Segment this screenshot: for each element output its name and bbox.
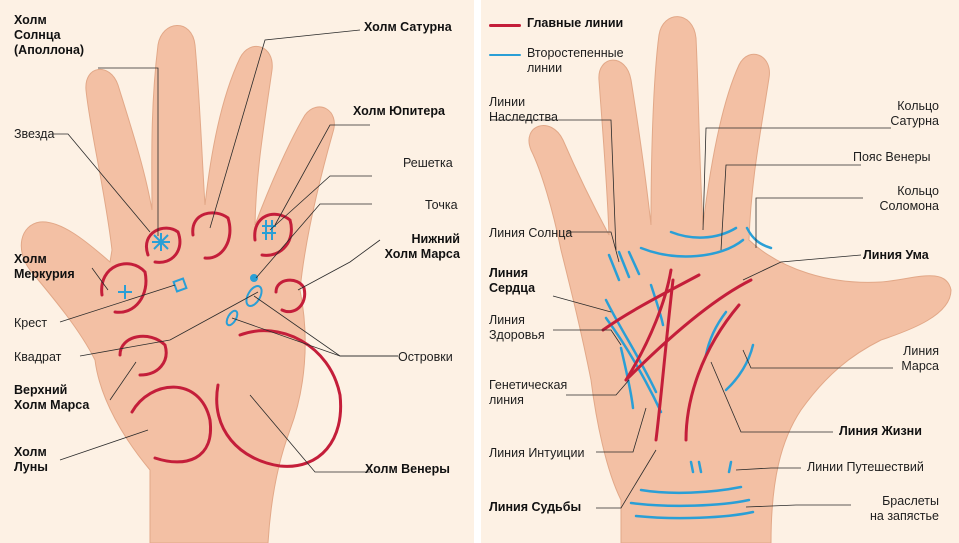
mount-symbols	[118, 220, 276, 327]
mounts-panel: Холм Солнца (Аполлона) Холм Сатурна Звез…	[0, 0, 474, 543]
label-head-line: Линия Ума	[863, 248, 929, 262]
label-heritage-lines: Линии Наследства	[489, 95, 558, 124]
main-lines	[601, 268, 753, 442]
left-hand-shape	[20, 25, 335, 543]
label-saturn-ring: Кольцо Сатурна	[890, 99, 939, 128]
label-mercury-mount: Холм Меркурия	[14, 252, 75, 281]
label-heart-line: Линия Сердца	[489, 266, 536, 295]
left-leader-lines	[52, 29, 398, 473]
right-hand-shape	[528, 16, 952, 543]
label-life-line: Линия Жизни	[839, 424, 922, 438]
label-sun-line: Линия Солнца	[489, 226, 573, 240]
label-fate-line: Линия Судьбы	[489, 500, 582, 514]
legend-main-label: Главные линии	[527, 16, 624, 30]
label-sun-mount: Холм Солнца (Аполлона)	[14, 13, 85, 57]
label-venus-belt: Пояс Венеры	[853, 150, 931, 164]
label-dot: Точка	[425, 198, 458, 212]
legend-secondary-label: Второстепенные линии	[527, 46, 624, 75]
label-health-line: Линия Здоровья	[489, 313, 545, 342]
lines-panel: Главные линии Второстепенные линии Линии…	[481, 0, 959, 543]
label-intuition-line: Линия Интуиции	[489, 446, 585, 460]
label-solomon-ring: Кольцо Соломона	[879, 184, 940, 213]
right-hand-illustration	[491, 16, 952, 543]
legend-secondary-swatch	[489, 54, 521, 56]
right-leader-lines	[491, 119, 893, 509]
label-bracelets: Браслеты на запястье	[870, 494, 939, 523]
label-square: Квадрат	[14, 350, 62, 364]
legend-main-swatch	[489, 24, 521, 27]
label-star: Звезда	[14, 127, 55, 141]
label-grille: Решетка	[403, 156, 453, 170]
label-lower-mars: Нижний Холм Марса	[384, 232, 460, 261]
label-islands: Островки	[398, 350, 453, 364]
label-mars-line: Линия Марса	[901, 344, 939, 373]
label-jupiter-mount: Холм Юпитера	[353, 104, 445, 118]
left-hand-illustration	[20, 25, 398, 543]
label-genetic-line: Генетическая линия	[489, 378, 568, 407]
label-travel-lines: Линии Путешествий	[807, 460, 924, 474]
label-upper-mars: Верхний Холм Марса	[14, 383, 90, 412]
label-venus-mount: Холм Венеры	[365, 462, 450, 476]
mount-outlines	[100, 211, 343, 468]
label-moon-mount: Холм Луны	[14, 445, 48, 474]
label-cross: Крест	[14, 316, 48, 330]
label-saturn-mount: Холм Сатурна	[364, 20, 452, 34]
